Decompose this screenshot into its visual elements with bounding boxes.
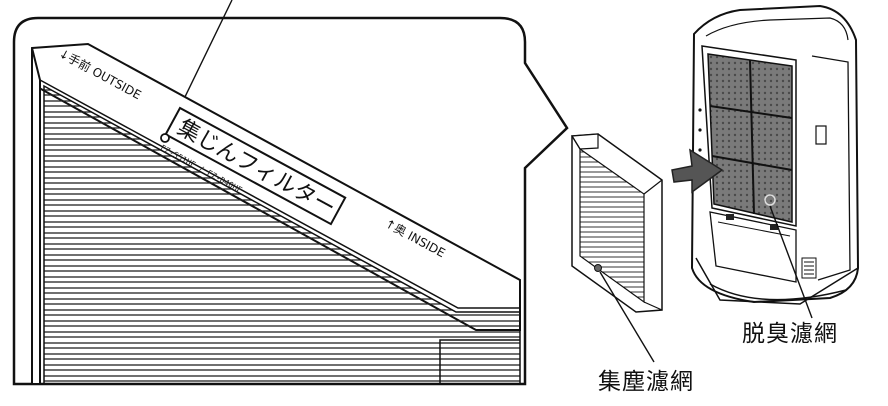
deodorizing-filter-label: 脱臭濾網 [742,321,838,347]
deodor-leader-line [769,205,813,319]
side-handle [815,125,827,145]
air-purifier-illustration [690,4,860,305]
callout-bubble: 集じんフィルター FZ-S51HF / FZ-D40HF ↓手前 OUTSIDE… [12,16,569,386]
dust-filter-marker [594,264,602,272]
dust-filter-illustration [570,133,663,313]
bottom-vents [801,257,817,279]
filter-pleats [44,86,520,384]
deodorizing-filter-marker [764,194,776,206]
dust-leader-line [599,271,655,363]
deodorizing-filter-panel [707,53,793,223]
filter-marker-dot [160,133,170,143]
insert-arrow-icon [671,148,724,194]
filter-name-plate [164,106,347,226]
dust-filter-label: 集塵濾網 [598,369,694,395]
